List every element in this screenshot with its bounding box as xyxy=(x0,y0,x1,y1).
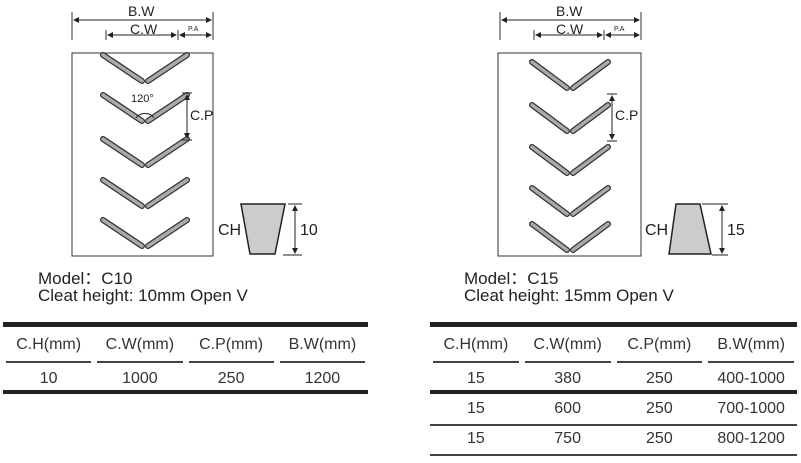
table-cell: 400-1000 xyxy=(717,370,785,387)
cp-label: C.P xyxy=(615,107,639,123)
table-header-cell: C.H(mm) xyxy=(443,336,509,353)
table-cell: 1200 xyxy=(304,370,341,387)
row-rule xyxy=(430,390,797,394)
header-rule xyxy=(6,361,92,363)
table-cell: 1000 xyxy=(122,370,158,387)
table-cell: 250 xyxy=(217,370,245,387)
cleat-profile xyxy=(240,203,286,255)
left-belt-diagram xyxy=(71,12,302,257)
table-cell: 600 xyxy=(554,400,581,417)
table-cell: 750 xyxy=(554,430,581,447)
table-header-cell: C.P(mm) xyxy=(199,336,264,353)
bw-label: B.W xyxy=(128,3,155,19)
height-value: 10 xyxy=(300,222,318,239)
pa-label: P.A xyxy=(188,26,199,33)
header-rule xyxy=(708,361,794,363)
chevron-cleat-arm xyxy=(146,178,189,208)
cw-label: C.W xyxy=(130,21,158,37)
table-top-rule xyxy=(3,322,368,327)
table-header-cell: C.H(mm) xyxy=(16,336,82,353)
right-belt-diagram xyxy=(497,12,728,257)
cp-label: C.P xyxy=(190,107,214,123)
table-header-cell: C.W(mm) xyxy=(105,336,175,353)
header-rule xyxy=(97,361,183,363)
table-cell: 15 xyxy=(466,400,485,417)
chevron-cleat-arm xyxy=(530,186,569,216)
chevron-cleats xyxy=(100,52,190,249)
chevron-cleat-arm xyxy=(146,53,189,83)
row-rule xyxy=(430,454,797,456)
chevron-cleat-arm xyxy=(101,93,144,123)
header-rule xyxy=(279,361,365,363)
table-cell: 700-1000 xyxy=(717,400,785,417)
cleat-height-label: Cleat height: 15mm Open V xyxy=(464,286,674,305)
chevron-cleat-arm xyxy=(571,222,610,252)
model-label: Model：C10 xyxy=(38,269,133,288)
chevron-cleat-arm xyxy=(101,137,144,167)
chevron-cleat-arm xyxy=(530,222,569,252)
table-header-cell: B.W(mm) xyxy=(717,336,785,353)
ch-label: CH xyxy=(645,222,669,239)
table-cell: 250 xyxy=(646,430,673,447)
angle-label: 120° xyxy=(131,93,154,105)
chevron-cleat-arm xyxy=(146,93,189,123)
chevron-cleat-arm xyxy=(146,218,189,248)
table-cell: 10 xyxy=(39,370,58,387)
row-rule xyxy=(430,424,797,426)
header-rule xyxy=(616,361,703,363)
cw-label: C.W xyxy=(556,21,584,37)
table-cell: 380 xyxy=(554,370,581,387)
table-header-cell: C.W(mm) xyxy=(533,336,602,353)
table-cell: 250 xyxy=(646,400,673,417)
angle-arc xyxy=(135,113,155,119)
bw-label: B.W xyxy=(556,3,583,19)
row-rule xyxy=(3,390,368,394)
table-cell: 15 xyxy=(466,370,485,387)
table-header-cell: B.W(mm) xyxy=(288,336,357,353)
chevron-cleat-arm xyxy=(101,178,144,208)
chevron-cleats xyxy=(529,59,611,253)
pa-label: P.A xyxy=(614,26,625,33)
header-rule xyxy=(188,361,274,363)
table-cell: 800-1200 xyxy=(717,430,785,447)
chevron-cleat-arm xyxy=(101,218,144,248)
chevron-cleat-arm xyxy=(146,137,189,167)
cleat-height-label: Cleat height: 10mm Open V xyxy=(38,286,248,305)
table-cell: 15 xyxy=(466,430,485,447)
table-header-cell: C.P(mm) xyxy=(627,336,692,353)
chevron-cleat-arm xyxy=(530,103,569,133)
chevron-cleat-arm xyxy=(571,60,610,90)
chevron-cleat-arm xyxy=(101,53,144,83)
height-value: 15 xyxy=(727,222,745,239)
ch-label: CH xyxy=(218,222,242,239)
chevron-cleat-arm xyxy=(530,60,569,90)
table-cell: 250 xyxy=(646,370,673,387)
belt-outline xyxy=(71,52,214,257)
header-rule xyxy=(433,361,519,363)
model-label: Model：C15 xyxy=(464,269,559,288)
chevron-cleat-arm xyxy=(571,103,610,133)
table-top-rule xyxy=(430,322,797,327)
chevron-cleat-arm xyxy=(571,145,610,175)
chevron-cleat-arm xyxy=(530,145,569,175)
header-rule xyxy=(524,361,611,363)
chevron-cleat-arm xyxy=(571,186,610,216)
